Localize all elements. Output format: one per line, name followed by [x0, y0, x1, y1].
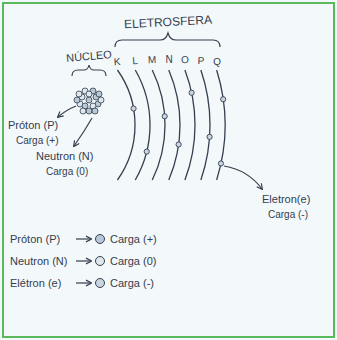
charge-label: Carga (-): [110, 277, 154, 290]
nucleon: [98, 97, 104, 103]
electron: [218, 161, 223, 166]
particle-name: Próton (P): [8, 119, 58, 132]
shell-arc: [185, 70, 195, 180]
nucleon: [76, 91, 82, 97]
electron: [189, 90, 194, 95]
legend-text: Elétron (e): [10, 277, 61, 290]
bracket: [72, 65, 106, 76]
particle-name: Neutron (N): [36, 150, 93, 163]
charge-label: Carga (0): [110, 255, 156, 268]
leader-arrow: [224, 166, 262, 189]
electron: [144, 149, 149, 154]
electron: [176, 142, 181, 147]
frame: [3, 3, 334, 337]
shell-letter: N: [165, 53, 172, 66]
charge-label: Carga (0): [46, 165, 88, 178]
shell-letter: L: [132, 54, 138, 67]
shell-letter: K: [113, 55, 121, 68]
charge-label: Carga (+): [16, 134, 59, 147]
charge-label: Carga (-): [268, 208, 308, 221]
particle-name: Eletron(e): [262, 193, 310, 206]
legend-arrows: [76, 239, 91, 283]
electron-shells: [117, 70, 225, 180]
nucleon: [74, 97, 80, 103]
legend-swatch: [96, 257, 105, 266]
shell-arc: [217, 70, 225, 180]
electron: [221, 97, 226, 102]
legend-text: Próton (P): [10, 233, 60, 246]
shell-arc: [117, 70, 135, 180]
nucleon: [86, 97, 92, 103]
shell-arc: [169, 70, 180, 180]
electron: [207, 134, 212, 139]
shell-arc: [201, 70, 210, 180]
nucleon: [86, 91, 92, 97]
nucleon: [80, 108, 86, 114]
legend-text: Neutron (N): [10, 255, 67, 268]
shell-letter: Q: [213, 55, 221, 68]
nucleon: [92, 108, 98, 114]
nucleon: [86, 108, 92, 114]
nucleon: [96, 91, 102, 97]
leader-arrow: [74, 118, 92, 146]
charge-label: Carga (+): [110, 233, 157, 246]
shell-letter: P: [197, 54, 204, 67]
shell-arc: [135, 70, 150, 180]
electron: [131, 106, 136, 111]
shell-letter: M: [148, 53, 157, 66]
bracket: [115, 33, 220, 47]
legend-swatch: [96, 279, 105, 288]
nucleus: [74, 88, 104, 114]
leader-arrow: [58, 106, 76, 117]
shell-letter: O: [181, 53, 189, 66]
electron: [162, 114, 167, 119]
legend-swatch: [96, 235, 105, 244]
shell-arc: [152, 70, 165, 180]
